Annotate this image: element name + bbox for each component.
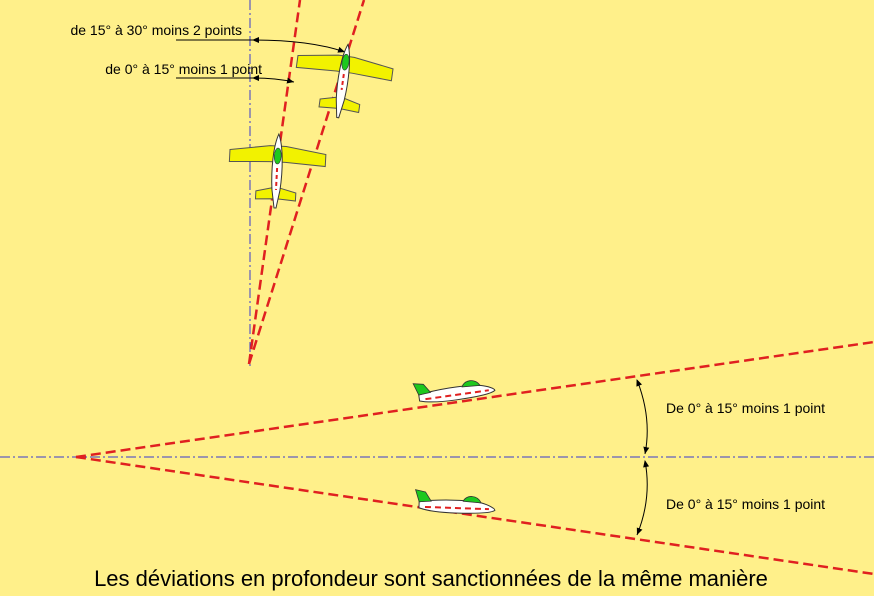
deviation-line-lower [75,455,874,576]
label-side-lower: De 0° à 15° moins 1 point [666,496,825,512]
airplane-side-view-icon [415,489,496,514]
label-top-outer: de 15° à 30° moins 2 points [70,22,242,38]
angle-arc-upper [636,379,650,455]
airplane-side-view-icon [412,380,496,403]
caption: Les déviations en profondeur sont sancti… [94,566,768,591]
angle-arc-lower [636,460,650,536]
angle-arc-15-30 [252,37,346,53]
airplane-top-view-icon [228,132,327,209]
angle-arc-0-15 [252,75,295,84]
label-top-inner: de 0° à 15° moins 1 point [105,61,262,77]
label-side-upper: De 0° à 15° moins 1 point [666,400,825,416]
airplane-top-view-icon [295,43,394,119]
